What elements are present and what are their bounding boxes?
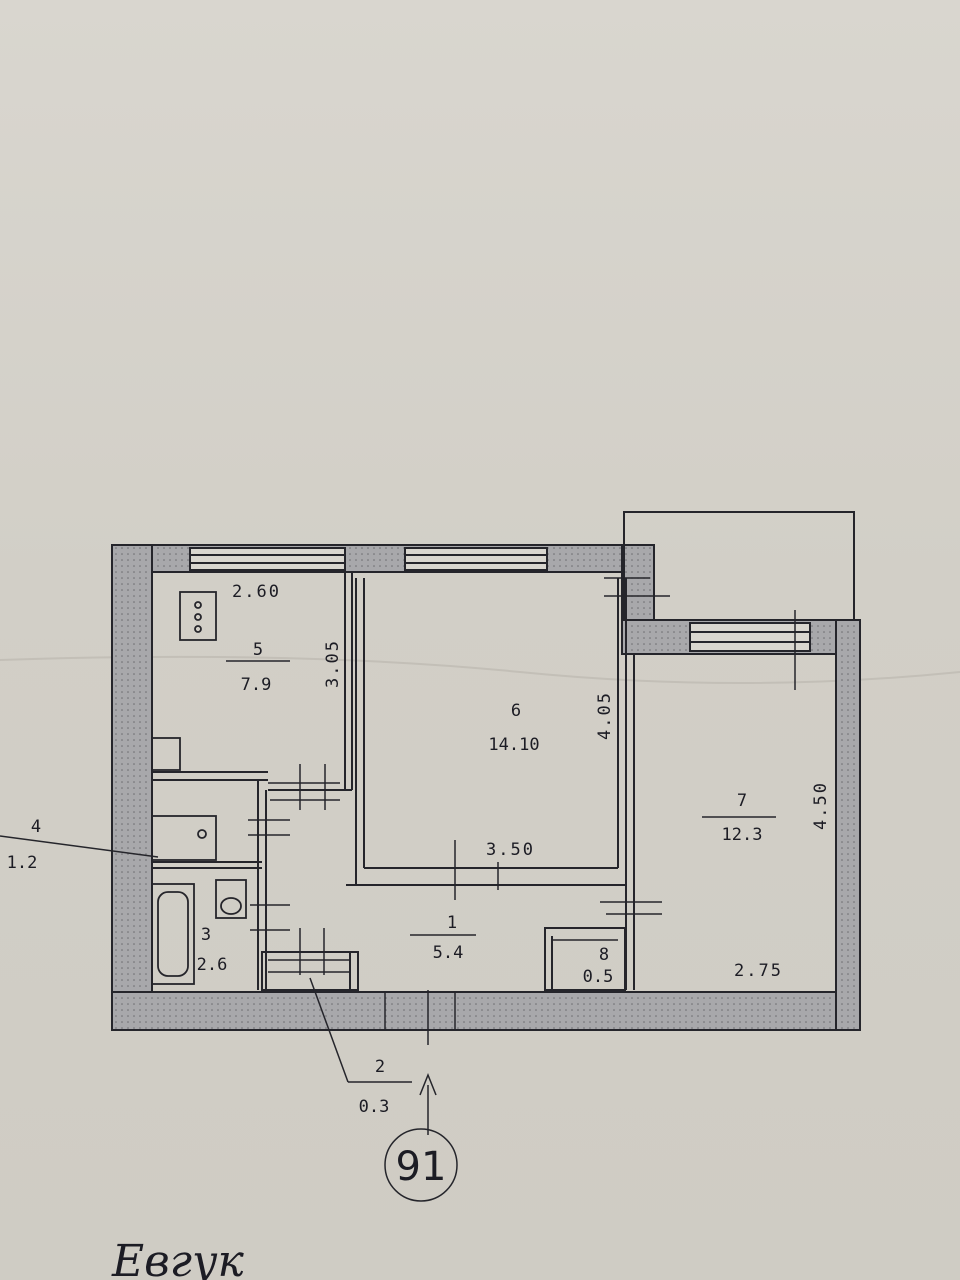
room-labels: 1 5.4 2 0.3 3 2.6 4 1.2 5 7.9 6 14.10 7 … [7,640,763,1117]
room-8-number: 8 [599,945,609,965]
dim-room7-depth: 4.50 [811,781,831,830]
room-1-area: 5.4 [433,943,464,963]
dim-room6-depth: 4.05 [595,691,615,740]
handwritten-signature: Евгук [111,1236,244,1280]
room-7-area: 12.3 [722,825,763,845]
room-7-number: 7 [737,791,747,811]
dim-room7-width: 2.75 [734,961,783,981]
dim-room6-width: 3.50 [486,840,535,860]
room-2-area: 0.3 [359,1097,390,1117]
toilet-icon [215,879,247,919]
room-8-area: 0.5 [583,967,614,987]
room-4-area: 1.2 [7,853,38,873]
dimension-labels: 2.60 3.05 4.05 3.50 4.50 2.75 [232,582,831,981]
door-marks [248,577,796,1030]
leader-lines [0,660,776,1202]
entry-marker-circle [384,1128,458,1202]
room-6-number: 6 [511,701,521,721]
room-3-area: 2.6 [197,955,228,975]
paper-fold-line [0,655,960,684]
sink-icon [151,737,181,771]
dim-kitchen-width: 2.60 [232,582,281,602]
interior-walls [152,572,635,991]
bathtub-icon [151,883,195,985]
windows [189,547,811,652]
stove-icon [179,591,217,641]
room-3-number: 3 [201,925,211,945]
fixtures [151,591,247,985]
washbasin-icon [151,815,217,861]
room-1-number: 1 [447,913,457,933]
room-6-area: 14.10 [488,735,539,755]
dim-kitchen-depth: 3.05 [323,639,343,688]
room-4-number: 4 [31,817,41,837]
balcony [623,511,855,621]
entry-marker-number: 91 [396,1144,447,1190]
room-5-number: 5 [253,640,263,660]
room-2-number: 2 [375,1057,385,1077]
room-5-area: 7.9 [241,675,272,695]
